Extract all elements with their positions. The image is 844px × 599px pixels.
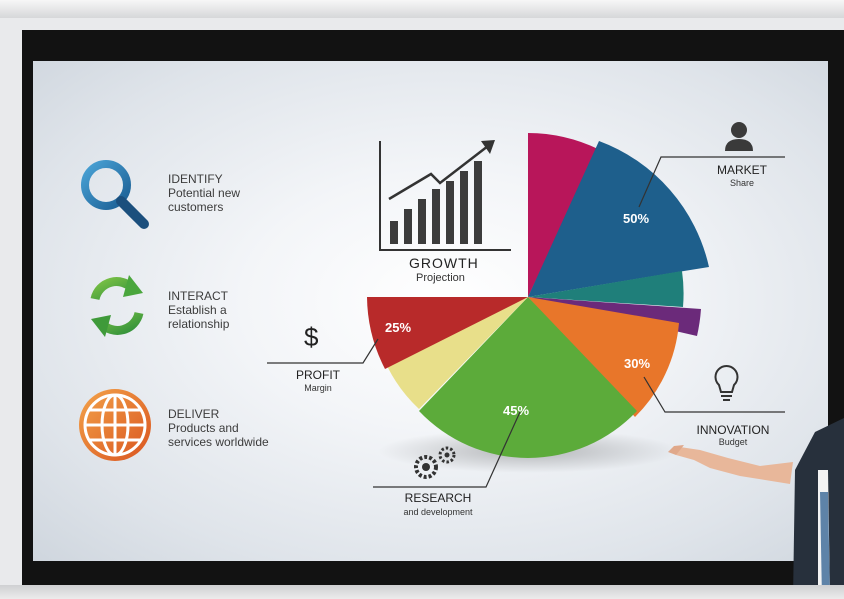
profit-subtitle: Margin [304, 383, 332, 393]
innovation-subtitle: Budget [718, 437, 748, 447]
research-title: RESEARCH [404, 491, 472, 505]
feature-deliver-line2: services worldwide [168, 435, 269, 449]
pie-slice-research [419, 297, 637, 458]
market-callout-line [638, 156, 785, 208]
innovation-title: INNOVATION [696, 423, 770, 437]
innovation-percent-label: 30% [624, 356, 651, 371]
market-percent-label: 50% [623, 211, 650, 226]
growth-title: GROWTH [409, 255, 479, 271]
profit-title: PROFIT [296, 368, 340, 382]
growth-subtitle: Projection [416, 272, 465, 284]
feature-interact-line1: Establish a [168, 303, 227, 317]
feature-interact-line2: relationship [168, 317, 230, 331]
projector-screen-top-bar [0, 0, 844, 18]
magnifier-icon [81, 160, 149, 229]
feature-identify: IDENTIFY Potential new customers [168, 172, 240, 214]
slide-graphics [79, 122, 785, 488]
pie-slice-profit [367, 297, 528, 369]
callout-lines [267, 156, 785, 488]
market-subtitle: Share [729, 178, 755, 188]
lightbulb-icon [714, 364, 739, 401]
feature-interact: INTERACT Establish a relationship [168, 289, 229, 331]
gears-icon [414, 446, 456, 479]
feature-deliver-line1: Products and [168, 421, 239, 435]
feature-deliver-title: DELIVER [168, 407, 220, 421]
innovation-callout-line [643, 376, 785, 413]
bar-chart-arrow-icon [379, 140, 511, 251]
market-title: MARKET [716, 163, 767, 177]
pie-chart [367, 133, 709, 458]
feature-identify-title: IDENTIFY [168, 172, 223, 186]
feature-interact-title: INTERACT [168, 289, 228, 303]
profit-percent-label: 25% [385, 320, 412, 335]
pie-slice-magenta [528, 133, 598, 297]
pie-slice-teal [528, 271, 684, 307]
feature-identify-line2: customers [168, 200, 224, 214]
pie-slice-yellow [379, 297, 528, 409]
presentation-slide: IDENTIFY Potential new customers INTERAC… [33, 61, 828, 561]
pie-slice-innovation [528, 297, 679, 417]
projector-screen-bottom-bar [0, 585, 844, 599]
globe-icon [79, 389, 151, 461]
research-callout-line [373, 411, 521, 488]
research-subtitle: and development [403, 507, 473, 517]
dollar-sign-icon: $ [304, 322, 319, 352]
pie-slice-market [528, 141, 709, 297]
person-icon [725, 122, 753, 151]
profit-callout-line [267, 338, 379, 364]
feature-identify-line1: Potential new [168, 186, 241, 200]
refresh-arrows-icon [90, 275, 144, 337]
research-percent-label: 45% [503, 403, 530, 418]
feature-deliver: DELIVER Products and services worldwide [168, 407, 269, 449]
